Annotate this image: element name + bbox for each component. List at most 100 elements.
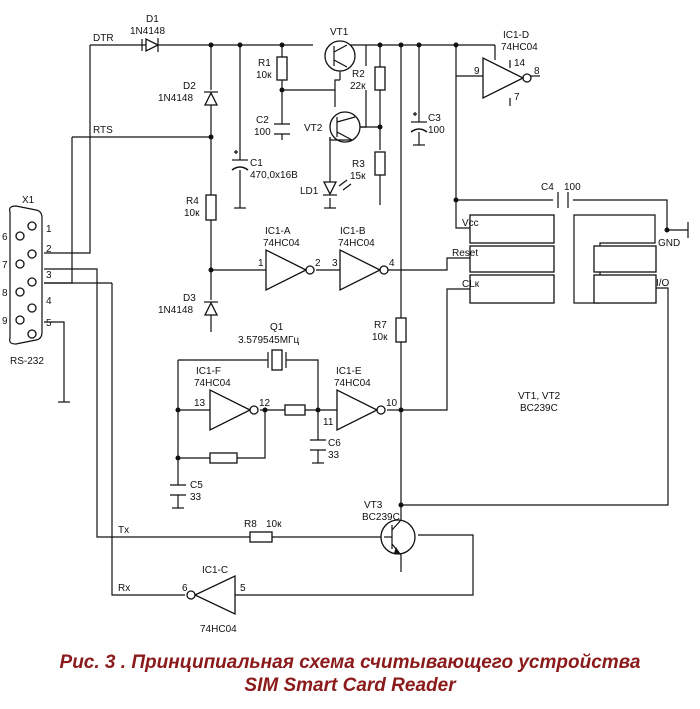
net-dtr: DTR — [93, 33, 114, 44]
x1-name: RS-232 — [10, 356, 44, 367]
led-ld1-symbol — [322, 179, 352, 196]
diode-d1-symbol — [141, 37, 162, 53]
ic1e-pin-out: 10 — [386, 398, 398, 409]
ic1b-ref: IC1-B — [340, 226, 366, 237]
ic1a-type: 74HC04 — [263, 238, 300, 249]
d3-type: 1N4148 — [158, 305, 193, 316]
ic1b-pin-in: 3 — [332, 258, 338, 269]
ic1f-pin-out: 12 — [259, 398, 271, 409]
net-tx: Tx — [118, 525, 129, 536]
d2-ref: D2 — [183, 81, 196, 92]
junctions — [175, 42, 670, 508]
vt-note-refs: VT1, VT2 — [518, 391, 561, 402]
ic1a-pin-out: 2 — [315, 258, 321, 269]
r1-value: 10к — [256, 70, 272, 81]
gate-ic1-f — [209, 388, 259, 432]
transistor-vt1-symbol — [324, 40, 356, 90]
d1-ref: D1 — [146, 14, 159, 25]
ic1b-pin-out: 4 — [389, 258, 395, 269]
x1-pin-6: 6 — [2, 232, 8, 243]
gate-ic1-e — [336, 388, 386, 432]
diode-d2-symbol — [203, 91, 219, 106]
vt3-ref: VT3 — [364, 500, 383, 511]
c5-ref: C5 — [190, 480, 203, 491]
c3-ref: C3 — [428, 113, 441, 124]
ic1d-type: 74HC04 — [501, 42, 538, 53]
resistor-r1 — [276, 56, 288, 81]
resistor-r2 — [374, 66, 386, 91]
crystal-q1-symbol — [267, 349, 287, 371]
gate-ic1-d — [482, 56, 532, 100]
resistor-osc-feedback — [209, 452, 238, 464]
r8-value: 10к — [266, 519, 282, 530]
ld1-ref: LD1 — [300, 186, 319, 197]
c3-value: 100 — [428, 125, 445, 136]
r4-value: 10к — [184, 208, 200, 219]
q1-freq: 3.579545МГц — [238, 335, 299, 346]
r4-ref: R4 — [186, 196, 199, 207]
sim-gnd-label: GND — [658, 238, 680, 249]
ic1f-pin-in: 13 — [194, 398, 206, 409]
x1-ref: X1 — [22, 195, 35, 206]
capacitor-c5-symbol — [170, 484, 186, 496]
net-rx: Rx — [118, 583, 130, 594]
gate-ic1-c — [186, 574, 236, 616]
sim-io-label: I/O — [656, 278, 670, 289]
c2-value: 100 — [254, 127, 271, 138]
c5-value: 33 — [190, 492, 202, 503]
ic1c-pin-in: 5 — [240, 583, 246, 594]
x1-pin-3: 3 — [46, 270, 52, 281]
q1-ref: Q1 — [270, 322, 284, 333]
r7-value: 10к — [372, 332, 388, 343]
gate-ic1-b — [339, 248, 389, 292]
x1-pin-7: 7 — [2, 260, 8, 271]
x1-pin-4: 4 — [46, 296, 52, 307]
resistor-r8 — [249, 531, 273, 543]
ic1f-ref: IC1-F — [196, 366, 221, 377]
ic1f-type: 74HC04 — [194, 378, 231, 389]
ic1d-pin-out: 8 — [534, 66, 540, 77]
ic1a-ref: IC1-A — [265, 226, 291, 237]
net-rts: RTS — [93, 125, 113, 136]
ic1d-pin-vcc: 14 — [514, 58, 526, 69]
vt1-ref: VT1 — [330, 27, 349, 38]
c4-ref: C4 — [541, 182, 554, 193]
r2-ref: R2 — [352, 69, 365, 80]
vt3-type: BC239C — [362, 512, 400, 523]
ic1c-ref: IC1-C — [202, 565, 228, 576]
x1-pin-2: 2 — [46, 244, 52, 255]
c1-value: 470,0x16B — [250, 170, 298, 181]
ic1c-type: 74HC04 — [200, 624, 237, 635]
capacitor-c2-symbol — [274, 123, 290, 135]
resistor-r4 — [205, 194, 217, 221]
resistor-osc-series — [284, 404, 306, 416]
diode-d3-symbol — [203, 301, 219, 316]
r3-value: 15к — [350, 171, 366, 182]
x1-pin-8: 8 — [2, 288, 8, 299]
r8-ref: R8 — [244, 519, 257, 530]
ic1b-type: 74HC04 — [338, 238, 375, 249]
figure-caption-line1: Рис. 3 . Принципиальная схема считывающе… — [59, 652, 641, 673]
ic1e-ref: IC1-E — [336, 366, 362, 377]
sim-card-contacts — [469, 214, 689, 304]
ic1c-pin-out: 6 — [182, 583, 188, 594]
sim-reset-label: Reset — [452, 248, 478, 259]
sim-clk-label: CLк — [462, 279, 480, 290]
capacitor-c3-symbol — [410, 112, 428, 133]
x1-pin-5: 5 — [46, 318, 52, 329]
d3-ref: D3 — [183, 293, 196, 304]
c6-ref: C6 — [328, 438, 341, 449]
transistor-vt2-symbol — [329, 111, 361, 143]
figure-caption-line2: SIM Smart Card Reader — [244, 675, 456, 696]
ic1a-pin-in: 1 — [258, 258, 264, 269]
x1-pin-9: 9 — [2, 316, 8, 327]
r2-value: 22к — [350, 81, 366, 92]
capacitor-c1-symbol — [231, 150, 249, 171]
r1-ref: R1 — [258, 58, 271, 69]
resistor-r7 — [395, 317, 407, 343]
c4-value: 100 — [564, 182, 581, 193]
capacitor-c4-symbol — [557, 192, 569, 208]
d2-type: 1N4148 — [158, 93, 193, 104]
vt-note-type: BC239C — [520, 403, 558, 414]
